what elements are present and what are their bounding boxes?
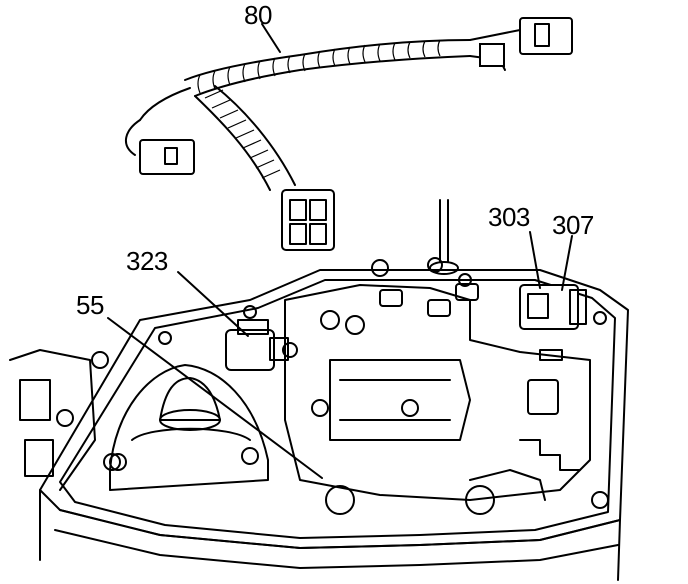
leader-lines (107, 23, 573, 479)
solenoid-left (225, 319, 289, 371)
callout-303: 303 (488, 202, 530, 232)
callout-323: 323 (126, 246, 168, 276)
pressure-switch-assembly (519, 284, 587, 415)
callout-55: 55 (76, 290, 104, 320)
callout-80: 80 (244, 0, 272, 30)
wiring-harness (125, 17, 573, 251)
valve-body (282, 283, 591, 515)
filter-housing (109, 364, 269, 491)
callout-307: 307 (552, 210, 594, 240)
transmission-case (9, 199, 629, 581)
